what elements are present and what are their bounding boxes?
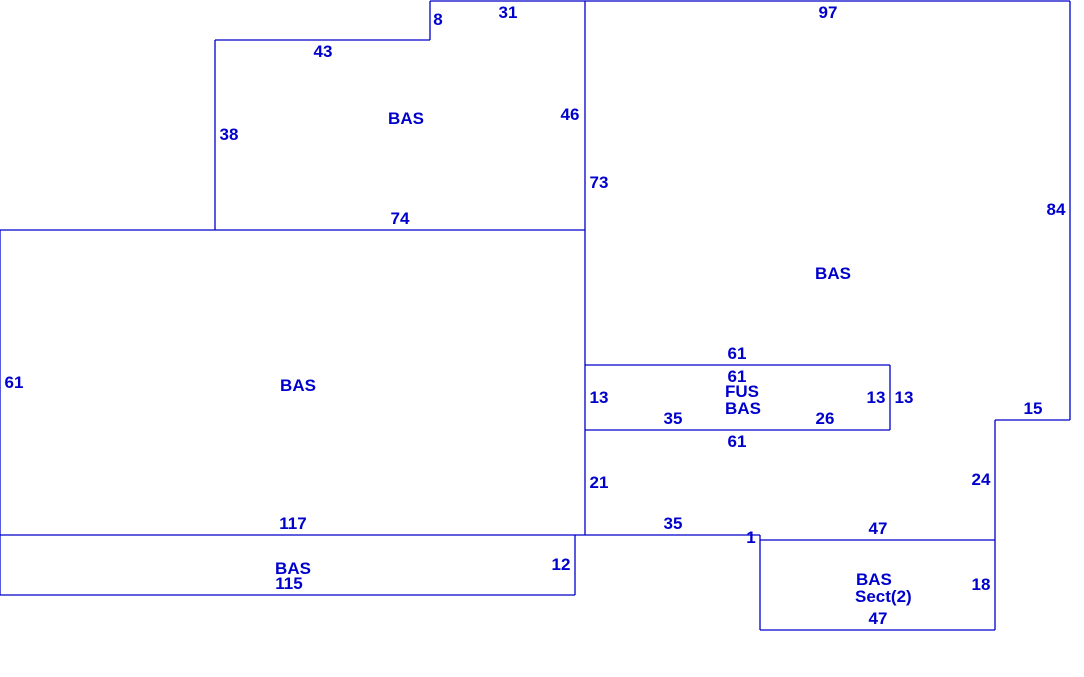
area-labels: BAS BAS BAS FUS BAS BAS BAS Sect(2) xyxy=(275,109,912,606)
dimension-label: 61 xyxy=(728,367,747,386)
area-label-bas-left: BAS xyxy=(280,376,316,395)
dimension-label: 18 xyxy=(972,575,991,594)
area-label-bas-sect2: BAS xyxy=(856,570,892,589)
dimension-label: 73 xyxy=(590,173,609,192)
dimension-label: 47 xyxy=(869,519,888,538)
dimension-label: 61 xyxy=(728,432,747,451)
dimension-label: 13 xyxy=(895,388,914,407)
dimension-label: 13 xyxy=(867,388,886,407)
dimension-label: 21 xyxy=(590,473,609,492)
area-label-bas-top: BAS xyxy=(388,109,424,128)
dimension-label: 15 xyxy=(1024,399,1043,418)
dimension-label: 43 xyxy=(314,42,333,61)
dimension-label: 47 xyxy=(869,609,888,628)
dimension-label: 84 xyxy=(1047,200,1066,219)
dimension-label: 26 xyxy=(816,409,835,428)
dimension-label: 13 xyxy=(590,388,609,407)
dimension-label: 35 xyxy=(664,514,683,533)
dimension-label: 38 xyxy=(220,125,239,144)
dimension-label: 97 xyxy=(819,3,838,22)
dimension-label: 1 xyxy=(746,528,755,547)
dimension-label: 61 xyxy=(728,344,747,363)
dimension-label: 46 xyxy=(561,105,580,124)
dimension-label: 8 xyxy=(433,10,442,29)
dimension-label: 61 xyxy=(5,373,24,392)
area-label-bas-right: BAS xyxy=(815,264,851,283)
dimension-label: 12 xyxy=(552,555,571,574)
dimension-label: 31 xyxy=(499,3,518,22)
dimension-label: 117 xyxy=(279,514,306,533)
dimension-label: 74 xyxy=(391,209,410,228)
sketch-outline xyxy=(0,0,1071,631)
area-label-fus: FUS xyxy=(725,382,759,401)
dimension-label: 35 xyxy=(664,409,683,428)
dimension-label: 24 xyxy=(972,470,991,489)
area-label-sect2: Sect(2) xyxy=(855,587,912,606)
dimension-label: 115 xyxy=(275,574,302,593)
area-label-fus-bas: BAS xyxy=(725,399,761,418)
dimension-labels: 8 31 97 43 38 46 73 84 74 61 61 61 13 13… xyxy=(5,3,1066,628)
area-label-bas-bottom: BAS xyxy=(275,559,311,578)
